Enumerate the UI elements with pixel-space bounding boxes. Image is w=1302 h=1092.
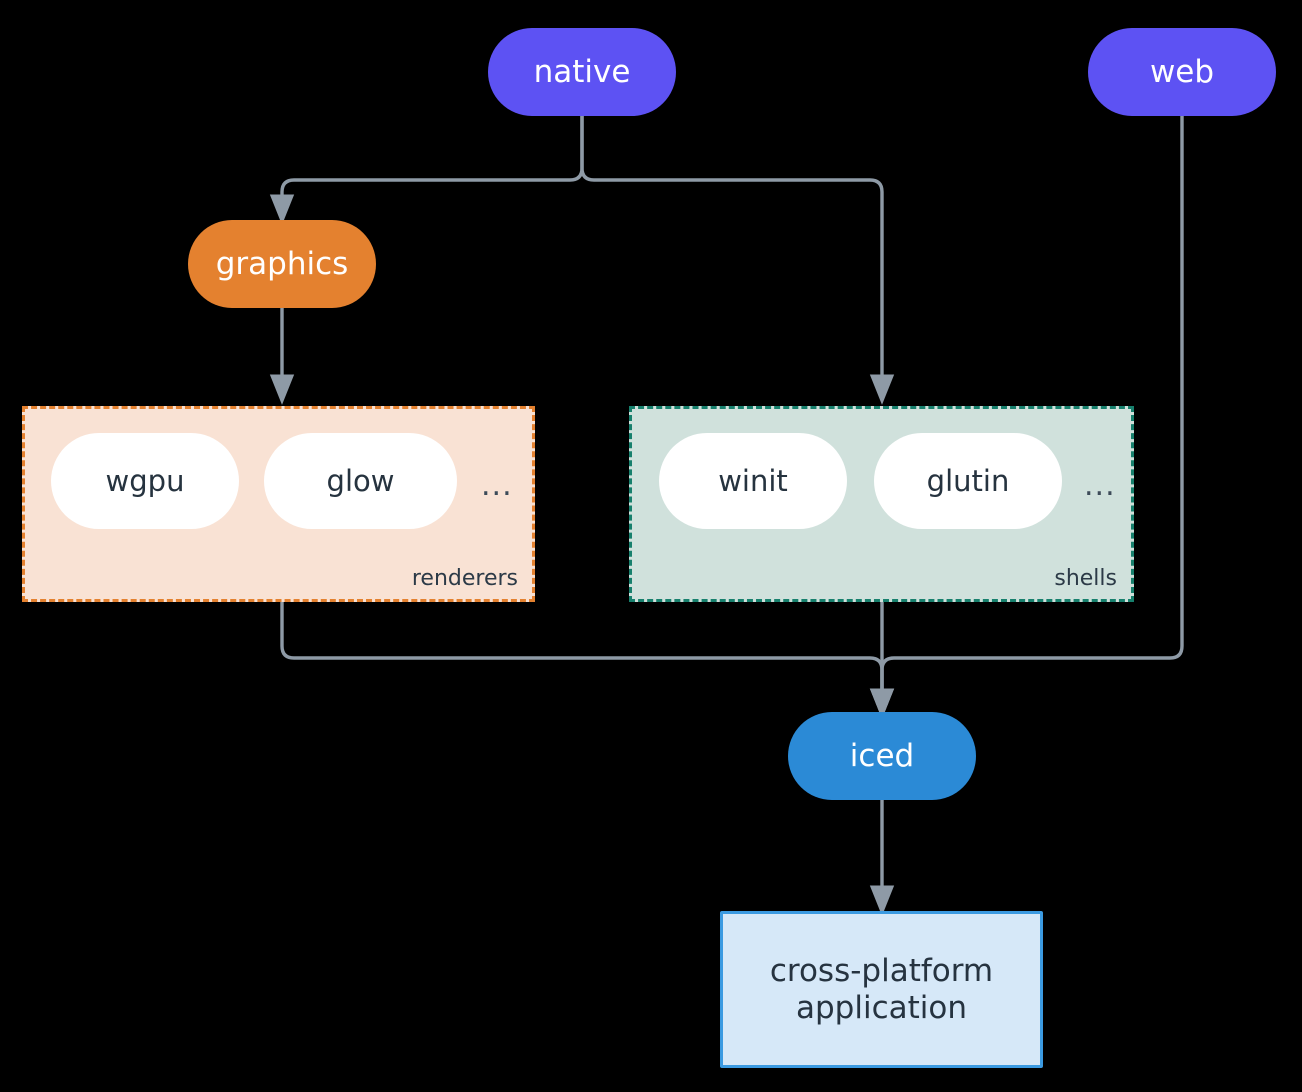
application-label-line2: application [796,989,967,1026]
renderers-overflow-ellipsis: ... [481,468,513,503]
node-graphics[interactable]: graphics [188,220,376,308]
node-graphics-label: graphics [215,245,349,282]
leaf-glow-label: glow [326,464,395,498]
node-web[interactable]: web [1088,28,1276,116]
leaf-glutin[interactable]: glutin [874,433,1062,529]
cluster-renderers: wgpu glow ... renderers [22,406,535,602]
node-cross-platform-application[interactable]: cross-platform application [720,911,1043,1068]
node-web-label: web [1149,53,1215,90]
leaf-winit-label: winit [718,464,788,498]
edge-native-graphics [269,114,584,225]
edge-renderers-iced [280,600,895,719]
cluster-renderers-label: renderers [411,566,518,591]
leaf-wgpu[interactable]: wgpu [51,433,239,529]
edge-native-shells [580,114,895,405]
application-label-line1: cross-platform [769,952,994,989]
node-native-label: native [533,53,631,90]
leaf-glow[interactable]: glow [264,433,457,529]
shells-overflow-ellipsis: ... [1084,468,1116,503]
node-iced[interactable]: iced [788,712,976,800]
node-iced-label: iced [849,737,915,774]
leaf-glutin-label: glutin [926,464,1010,498]
cluster-shells-label: shells [1054,566,1117,591]
cluster-shells: winit glutin ... shells [629,406,1134,602]
leaf-wgpu-label: wgpu [105,464,185,498]
node-native[interactable]: native [488,28,676,116]
leaf-winit[interactable]: winit [659,433,847,529]
